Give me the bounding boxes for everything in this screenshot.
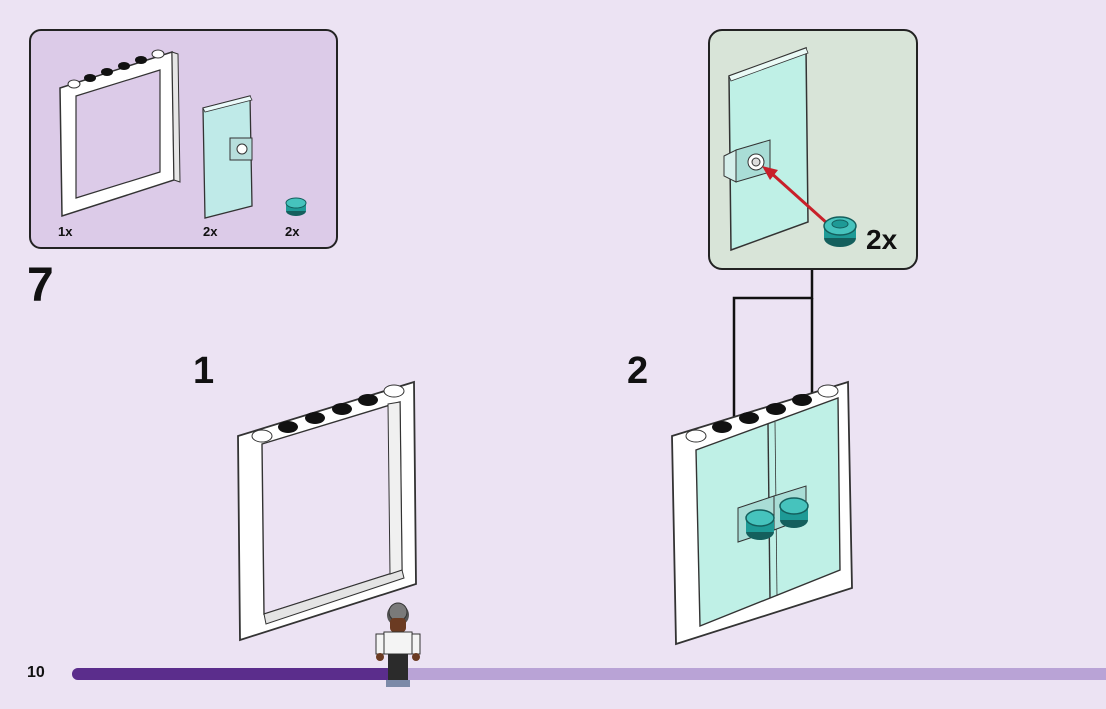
progress-fill — [72, 668, 393, 680]
callout-qty: 2x — [866, 224, 898, 255]
connector-arrows — [732, 270, 814, 428]
part-door-icon — [202, 95, 253, 219]
substep-2-frame-with-doors — [671, 380, 853, 646]
part-round-plate-icon — [285, 197, 307, 216]
substep-1-frame — [237, 380, 417, 642]
part-qty-door: 2x — [203, 224, 218, 239]
substep-1-label: 1 — [193, 350, 215, 392]
substep-2-label: 2 — [627, 350, 649, 392]
step-number: 7 — [27, 259, 54, 312]
part-qty-frame: 1x — [58, 224, 73, 239]
progress-track — [72, 668, 1106, 680]
callout-door-illustration — [723, 46, 857, 252]
part-qty-plate: 2x — [285, 224, 300, 239]
part-frame-icon — [59, 49, 181, 218]
page-number: 10 — [27, 664, 45, 681]
